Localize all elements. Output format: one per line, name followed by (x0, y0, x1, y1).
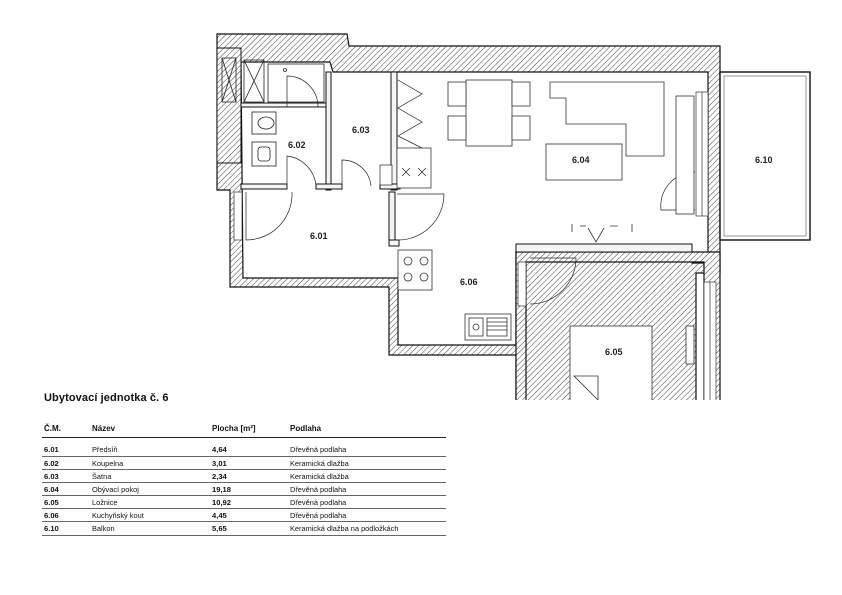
room-label-6-03: 6.03 (352, 125, 370, 135)
table-row: 6.10 Balkon 5,65 Keramická dlažba na pod… (42, 521, 446, 536)
kitchen-fixtures (397, 249, 512, 341)
room-label-6-01: 6.01 (310, 231, 328, 241)
unit-title: Ubytovací jednotka č. 6 (44, 392, 169, 404)
windows (233, 91, 717, 400)
table-row: 6.06 Kuchyňský kout 4,45 Dřevěná podlaha (42, 508, 446, 523)
bathroom-fixtures (251, 63, 325, 167)
table-row: 6.05 Ložnice 10,92 Dřevěná podlaha (42, 495, 446, 510)
room-label-6-10: 6.10 (755, 155, 773, 165)
closet-doors (379, 79, 432, 189)
floor-plan: 6.02 6.03 6.04 6.10 6.01 6.06 6.05 (216, 33, 811, 400)
room-label-6-05: 6.05 (605, 347, 623, 357)
table-row: 6.03 Šatna 2,34 Keramická dlažba (42, 469, 446, 484)
room-label-6-04: 6.04 (572, 155, 590, 165)
room-label-6-02: 6.02 (288, 140, 306, 150)
header-name: Název (90, 421, 210, 438)
room-label-6-06: 6.06 (460, 277, 478, 287)
header-id: Č.M. (42, 421, 90, 438)
doors (245, 75, 696, 305)
room-schedule-table: Č.M. Název Plocha [m²] Podlaha 6.01 Před… (42, 421, 446, 536)
table-row: 6.04 Obývací pokoj 19,18 Dřevěná podlaha (42, 482, 446, 497)
header-floor: Podlaha (288, 421, 446, 438)
table-header-row: Č.M. Název Plocha [m²] Podlaha (42, 421, 446, 438)
living-furniture (447, 79, 695, 243)
table-row: 6.01 Předsíň 4,64 Dřevěná podlaha (42, 443, 446, 457)
header-area: Plocha [m²] (210, 421, 288, 438)
balcony (719, 71, 811, 241)
installation-shaft (221, 57, 265, 103)
room-labels: 6.02 6.03 6.04 6.10 6.01 6.06 6.05 (288, 125, 773, 357)
bedroom-furniture (569, 325, 695, 400)
table-row: 6.02 Koupelna 3,01 Keramická dlažba (42, 456, 446, 471)
